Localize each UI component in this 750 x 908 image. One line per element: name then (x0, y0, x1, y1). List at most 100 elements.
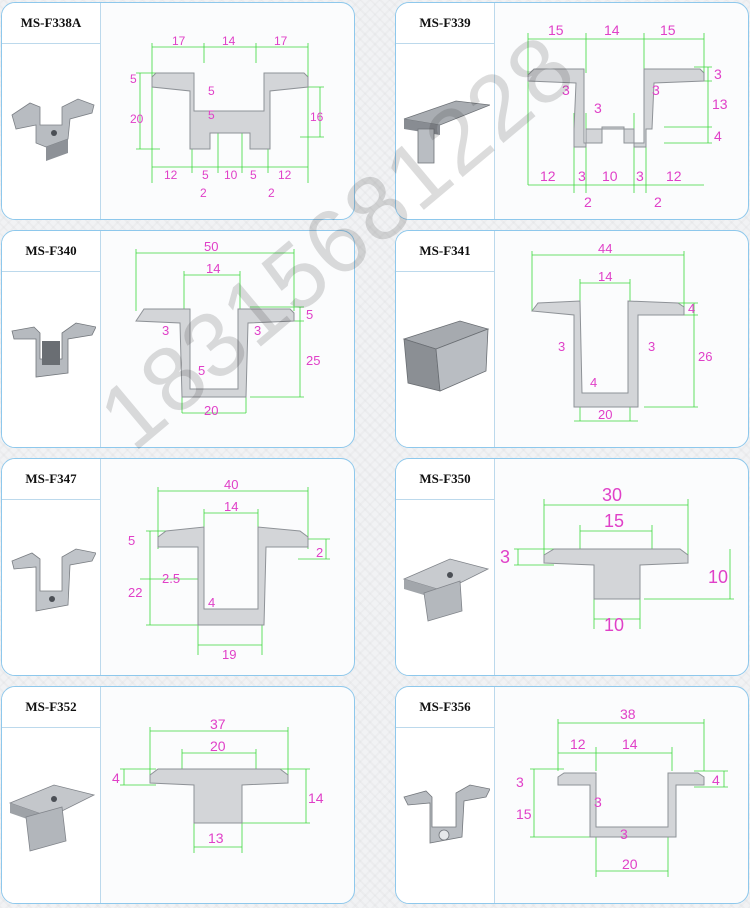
product-card-5: MS-F347 40 14 5 2 2.5 22 4 19 (1, 458, 355, 676)
profile-shape (543, 548, 689, 600)
dim-label: 5 (202, 168, 209, 182)
dim-label: 5 (306, 307, 313, 322)
model-label: MS-F340 (2, 231, 100, 272)
profile-diagram: 15 14 15 3 3 3 3 13 4 12 3 10 3 12 2 2 (527, 22, 728, 210)
dim-label: 20 (204, 403, 218, 418)
product-info-panel: MS-F347 (2, 459, 101, 675)
dim-label: 20 (598, 407, 612, 422)
profile-shape (557, 772, 705, 838)
product-photo (402, 558, 490, 622)
product-card-4: MS-F341 44 14 4 3 3 26 4 20 (395, 230, 749, 448)
dim-label: 2 (654, 194, 662, 210)
profile-shape (135, 308, 295, 398)
dim-label: 44 (598, 241, 612, 256)
profile-shape (149, 768, 289, 824)
dim-label: 12 (278, 168, 292, 182)
profile-shape (527, 68, 705, 148)
dim-label: 5 (250, 168, 257, 182)
dim-label: 14 (598, 269, 612, 284)
dim-label: 14 (604, 22, 620, 38)
dim-label: 3 (558, 339, 565, 354)
dim-label: 3 (620, 826, 628, 842)
dim-label: 38 (620, 706, 636, 722)
product-photo (11, 98, 95, 161)
profile-diagram: 37 20 4 14 13 (112, 716, 324, 853)
dim-label: 37 (210, 716, 226, 732)
product-photo (11, 548, 96, 612)
dim-label: 2 (316, 545, 323, 560)
dim-label: 5 (130, 72, 137, 86)
dim-label: 12 (540, 168, 556, 184)
product-photo (403, 784, 490, 844)
product-info-panel: MS-F341 (396, 231, 495, 447)
model-label: MS-F339 (396, 3, 494, 44)
dim-label: 12 (570, 736, 586, 752)
model-label: MS-F350 (396, 459, 494, 500)
dim-label: 2.5 (162, 571, 180, 586)
dim-label: 15 (516, 806, 532, 822)
dim-label: 3 (594, 794, 602, 810)
profile-shape (157, 526, 309, 626)
dim-label: 10 (604, 615, 624, 635)
model-label: MS-F356 (396, 687, 494, 728)
product-photo (403, 100, 490, 164)
dim-label: 20 (622, 856, 638, 872)
model-label: MS-F338A (2, 3, 100, 44)
model-label: MS-F347 (2, 459, 100, 500)
dim-label: 3 (648, 339, 655, 354)
product-info-panel: MS-F356 (396, 687, 495, 903)
dim-label: 2 (584, 194, 592, 210)
dim-label: 4 (688, 301, 695, 316)
product-photo (8, 784, 96, 852)
profile-diagram: 50 14 3 3 5 5 25 20 (135, 239, 320, 418)
dim-label: 13 (208, 830, 224, 846)
dim-label: 14 (224, 499, 238, 514)
dim-label: 5 (208, 84, 215, 98)
dim-label: 4 (590, 375, 597, 390)
product-card-8: MS-F356 38 12 14 3 4 3 15 3 20 (395, 686, 749, 904)
dim-label: 3 (578, 168, 586, 184)
profile-diagram: 40 14 5 2 2.5 22 4 19 (128, 477, 330, 662)
model-label: MS-F352 (2, 687, 100, 728)
dim-label: 3 (254, 323, 261, 338)
dim-label: 26 (698, 349, 712, 364)
profile-shape (151, 72, 309, 150)
dim-label: 19 (222, 647, 236, 662)
profile-diagram: 30 15 3 10 10 (500, 485, 734, 635)
dim-label: 4 (208, 595, 215, 610)
dim-label: 15 (604, 511, 624, 531)
dim-label: 17 (274, 34, 288, 48)
profile-diagram: 44 14 4 3 3 26 4 20 (531, 241, 712, 422)
dim-label: 3 (516, 774, 524, 790)
product-photo (402, 320, 490, 392)
product-card-2: MS-F339 15 14 15 3 3 3 3 13 4 (395, 2, 749, 220)
product-card-7: MS-F352 37 20 4 14 13 (1, 686, 355, 904)
dim-label: 4 (712, 772, 720, 788)
dim-label: 3 (714, 66, 722, 82)
dim-label: 14 (222, 34, 236, 48)
dim-label: 3 (500, 547, 510, 567)
profile-diagram: 38 12 14 3 4 3 15 3 20 (516, 706, 728, 877)
product-info-panel: MS-F338A (2, 3, 101, 219)
dim-label: 25 (306, 353, 320, 368)
dim-label: 17 (172, 34, 186, 48)
dim-label: 3 (562, 82, 570, 98)
dim-label: 40 (224, 477, 238, 492)
dim-label: 3 (594, 100, 602, 116)
dim-label: 14 (206, 261, 220, 276)
product-info-panel: MS-F339 (396, 3, 495, 219)
dim-label: 2 (200, 186, 207, 200)
product-card-1: MS-F338A 17 14 17 5 20 5 5 16 12 (1, 2, 355, 220)
dim-label: 12 (164, 168, 178, 182)
profile-diagram: 17 14 17 5 20 5 5 16 12 5 10 5 12 2 2 (130, 34, 324, 200)
dim-label: 5 (128, 533, 135, 548)
dim-label: 4 (112, 770, 120, 786)
dim-label: 13 (712, 96, 728, 112)
product-card-3: MS-F340 50 14 3 3 5 5 25 20 (1, 230, 355, 448)
dim-label: 10 (708, 567, 728, 587)
dim-label: 12 (666, 168, 682, 184)
product-info-panel: MS-F350 (396, 459, 495, 675)
dim-label: 16 (310, 110, 324, 124)
dim-label: 22 (128, 585, 142, 600)
dim-label: 5 (198, 363, 205, 378)
